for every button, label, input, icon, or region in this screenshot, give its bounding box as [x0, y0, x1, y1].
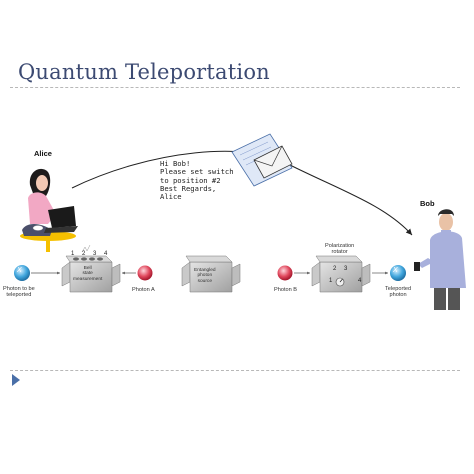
next-slide-arrow-icon[interactable]	[12, 374, 20, 386]
photon-b-label: Photon B	[274, 287, 298, 293]
polarization-rotator-title: Polarization rotator	[325, 243, 355, 256]
photon-to-be-teleported-label: Photon to be teleported	[3, 286, 35, 299]
title-divider	[10, 87, 460, 88]
rotator-digits-bottom: 1 4	[329, 278, 374, 284]
bell-switch-digits: 1 2 3 4	[71, 251, 111, 257]
envelope-icon	[231, 133, 293, 187]
photon-x-symbol-right: X	[393, 267, 398, 274]
footer-divider	[10, 370, 460, 371]
slide-title: Quantum Teleportation	[18, 60, 270, 84]
bell-measurement-label: Bell state measurement	[73, 266, 103, 282]
photon-b	[277, 265, 293, 281]
bell-measurement-device	[61, 244, 121, 293]
photon-x-symbol-left: X	[17, 267, 22, 274]
teleported-photon-label: Teleported photon	[385, 286, 412, 299]
message-text: Hi Bob! Please set switch to position #2…	[160, 159, 234, 202]
teleported-photon	[390, 265, 406, 281]
photon-to-be-teleported	[14, 265, 30, 281]
alice-name: Alice	[34, 149, 52, 158]
polarization-rotator-device	[311, 255, 371, 293]
entangled-photon-source-device	[181, 255, 241, 293]
alice-figure	[20, 168, 78, 252]
entangled-source-label: Entangled photon source	[194, 268, 216, 284]
photon-a	[137, 265, 153, 281]
bob-figure	[414, 209, 466, 310]
bob-name: Bob	[420, 199, 435, 208]
photon-a-label: Photon A	[132, 287, 155, 293]
rotator-digits-top: 2 3	[333, 266, 351, 272]
